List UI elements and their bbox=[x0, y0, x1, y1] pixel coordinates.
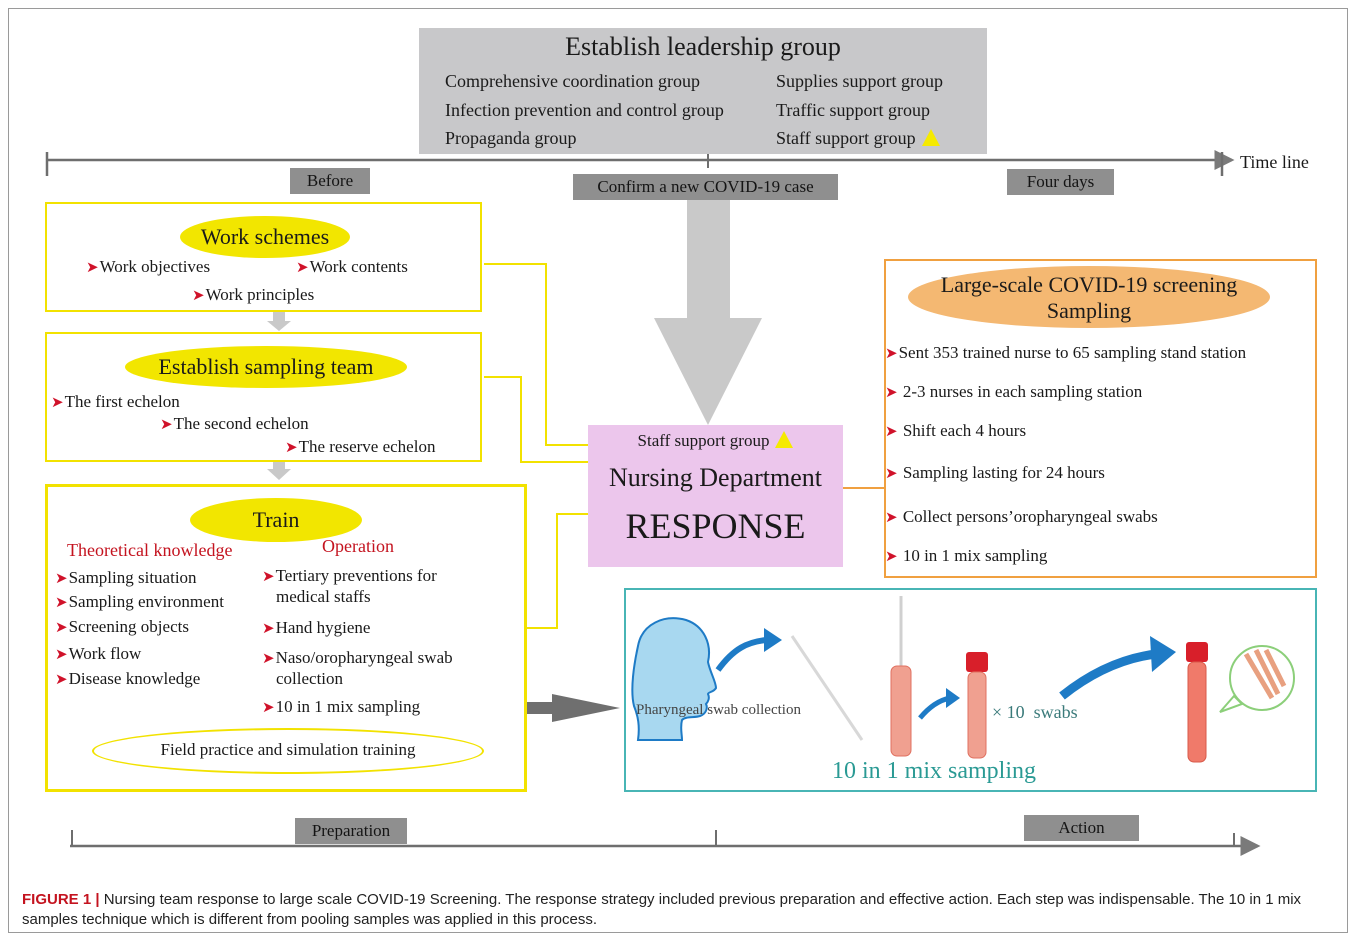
screening-item: 10 in 1 mix sampling bbox=[902, 546, 1048, 565]
theory-item: Disease knowledge bbox=[68, 669, 201, 688]
leadership-item: Staff support group bbox=[776, 128, 916, 148]
screening-title-line1: Large-scale COVID-19 screening bbox=[940, 272, 1238, 297]
leadership-item: Propaganda group bbox=[445, 128, 577, 148]
arrow-icon bbox=[715, 637, 767, 672]
tube-icon bbox=[967, 671, 987, 759]
work-item: Work principles bbox=[205, 285, 315, 304]
leadership-item: Infection prevention and control group bbox=[445, 100, 724, 120]
mix-sampling-illustration bbox=[631, 596, 1295, 763]
tube-cap-icon bbox=[966, 652, 988, 672]
work-schemes-title: Work schemes bbox=[180, 216, 350, 258]
figure-label: FIGURE 1 | bbox=[22, 891, 100, 908]
confirm-tag: Confirm a new COVID-19 case bbox=[573, 174, 838, 200]
screening-item: 2-3 nurses in each sampling station bbox=[902, 382, 1143, 401]
head-icon bbox=[631, 617, 718, 741]
operation-item: Hand hygiene bbox=[275, 618, 371, 637]
swab-icon bbox=[790, 635, 864, 741]
operation-item: 10 in 1 mix sampling bbox=[275, 697, 421, 716]
figure-text: Nursing team response to large scale COV… bbox=[22, 891, 1302, 928]
field-practice-label: Field practice and simulation training bbox=[160, 740, 416, 759]
nursing-dept-label: Nursing Department bbox=[608, 463, 822, 492]
leadership-item: Comprehensive coordination group bbox=[445, 71, 700, 91]
train-title: Train bbox=[190, 498, 362, 542]
preparation-tag: Preparation bbox=[295, 818, 407, 844]
leadership-item: Supplies support group bbox=[776, 71, 944, 91]
theory-item: Work flow bbox=[68, 644, 142, 663]
action-tag: Action bbox=[1024, 815, 1139, 841]
echelon-item: The second echelon bbox=[173, 414, 309, 433]
nursing-response-box: Staff support group Nursing Department R… bbox=[588, 425, 843, 567]
warning-triangle-icon bbox=[921, 129, 940, 146]
warning-triangle-icon bbox=[775, 431, 794, 448]
operation-heading: Operation bbox=[322, 536, 394, 556]
tube-icon bbox=[1187, 661, 1207, 763]
theory-item: Sampling situation bbox=[68, 568, 197, 587]
theory-heading: Theoretical knowledge bbox=[67, 540, 233, 560]
field-practice-ellipse bbox=[92, 728, 484, 774]
tube-icon bbox=[890, 665, 912, 757]
response-label: RESPONSE bbox=[625, 506, 806, 546]
screening-item: Sampling lasting for 24 hours bbox=[902, 463, 1105, 482]
timeline-label: Time line bbox=[1240, 152, 1309, 172]
echelon-item: The first echelon bbox=[64, 392, 180, 411]
before-tag: Before bbox=[290, 168, 370, 194]
operation-item: Tertiary preventions for bbox=[275, 566, 437, 585]
swab-collection-label: Pharyngeal swab collection bbox=[636, 702, 801, 718]
screening-title: Large-scale COVID-19 screening Sampling bbox=[908, 266, 1270, 328]
operation-item: Naso/oropharyngeal swab bbox=[275, 648, 453, 667]
theory-item: Sampling environment bbox=[68, 592, 224, 611]
down-arrow bbox=[654, 200, 762, 425]
arrow-icon bbox=[1059, 649, 1157, 700]
leadership-title: Establish leadership group bbox=[565, 32, 841, 61]
screening-title-line2: Sampling bbox=[1046, 298, 1132, 323]
sampling-team-title: Establish sampling team bbox=[125, 346, 407, 388]
work-item: Work contents bbox=[309, 257, 408, 276]
to-mix-arrow bbox=[458, 694, 620, 722]
figure-frame bbox=[8, 8, 1348, 933]
work-item: Work objectives bbox=[99, 257, 211, 276]
screening-item: Shift each 4 hours bbox=[902, 421, 1027, 440]
mix-sampling-caption: 10 in 1 mix sampling bbox=[832, 758, 1036, 784]
theory-item: Screening objects bbox=[68, 617, 189, 636]
screening-item: Collect persons’oropharyngeal swabs bbox=[902, 507, 1158, 526]
echelon-item: The reserve echelon bbox=[298, 437, 436, 456]
leadership-box: Establish leadership group Comprehensive… bbox=[419, 28, 987, 154]
times-ten-label: × 10 swabs bbox=[992, 702, 1078, 722]
four-days-tag: Four days bbox=[1007, 169, 1114, 195]
operation-item-cont: medical staffs bbox=[276, 587, 371, 606]
arrow-icon bbox=[918, 695, 951, 720]
leadership-item: Traffic support group bbox=[776, 100, 930, 120]
operation-item-cont: collection bbox=[276, 669, 344, 688]
screening-item: Sent 353 trained nurse to 65 sampling st… bbox=[898, 343, 1247, 362]
figure-caption: FIGURE 1 | Nursing team response to larg… bbox=[22, 890, 1332, 930]
tube-cap-icon bbox=[1186, 642, 1208, 662]
staff-support-label: Staff support group bbox=[637, 431, 770, 450]
